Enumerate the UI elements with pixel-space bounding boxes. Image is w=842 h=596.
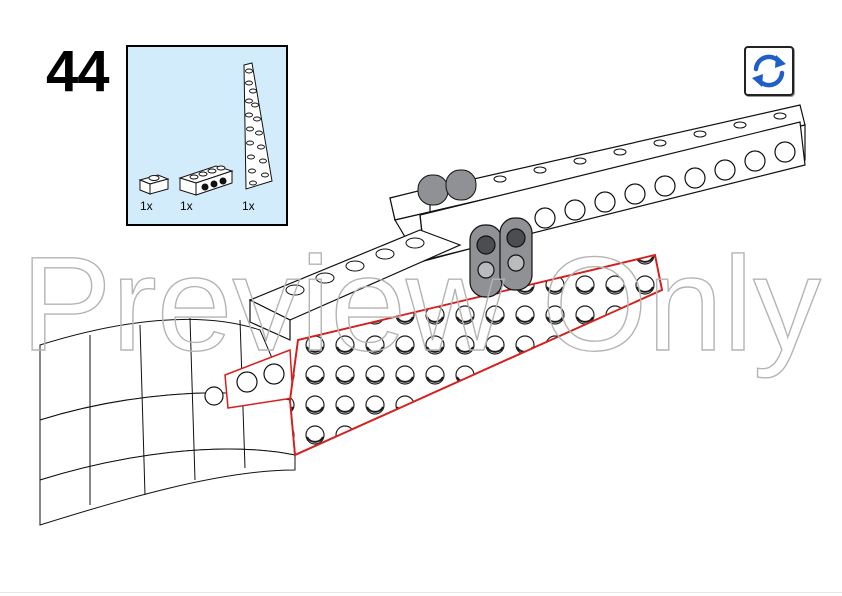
beam-side-holes	[534, 141, 796, 229]
middle-plate-studs	[285, 237, 425, 296]
middle-plate	[248, 229, 462, 341]
part-1x1-brick-image	[138, 174, 170, 195]
page-bottom-rule	[0, 592, 842, 593]
preview-watermark: Preview Only	[20, 229, 821, 379]
part-1x4-brick-image	[178, 165, 234, 196]
rotate-view-button[interactable]	[744, 46, 794, 96]
part-quantity: 1x	[180, 199, 193, 213]
part-wedge-plate-image	[243, 62, 273, 190]
fuselage-panels	[39, 317, 296, 526]
step-number: 44	[46, 39, 110, 104]
parts-illustration	[138, 62, 273, 196]
part-quantity: 1x	[242, 199, 255, 213]
dark-grey-pins-front	[469, 217, 533, 298]
parts-callout: 1x 1x 1x	[126, 45, 288, 226]
part-quantity: 1x	[140, 199, 153, 213]
new-wedge-plate	[289, 253, 664, 457]
new-plate-small	[204, 348, 294, 409]
grey-pins-back	[417, 169, 477, 206]
rotate-arrows-icon	[752, 54, 786, 88]
watermark-text: Preview Only	[21, 230, 821, 379]
